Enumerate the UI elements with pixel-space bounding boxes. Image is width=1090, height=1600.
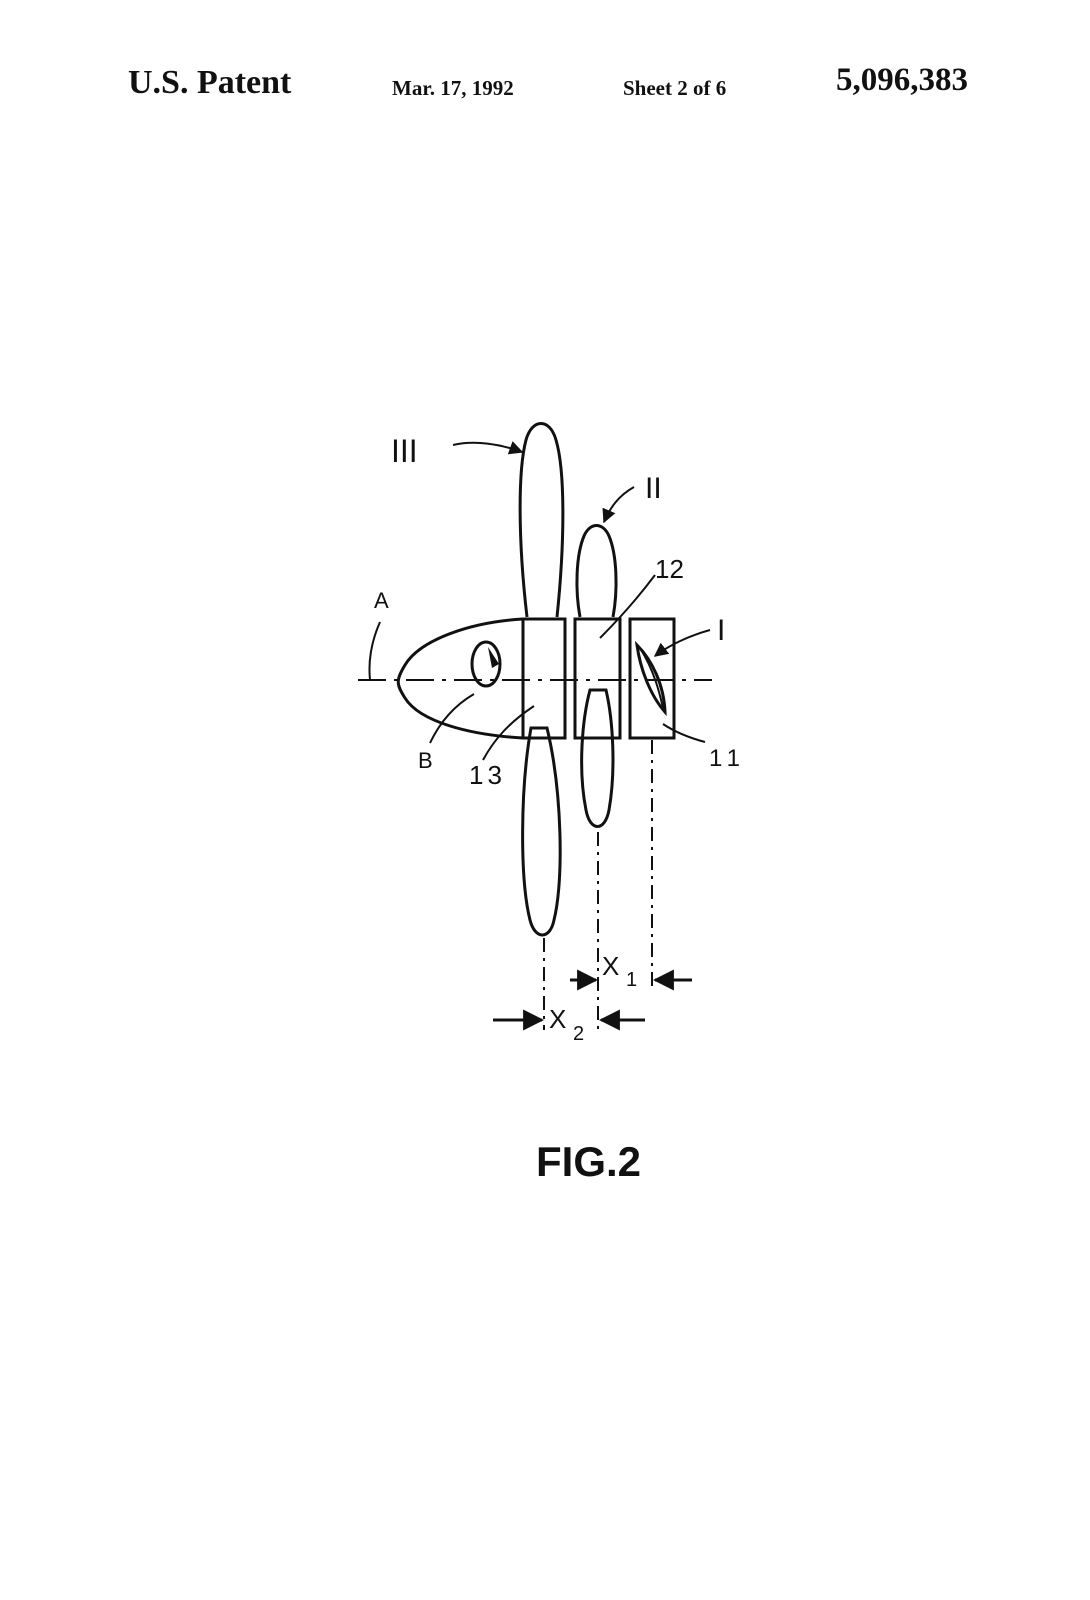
label-dim-x2-subscript: 2	[573, 1023, 584, 1045]
leader-B	[429, 693, 475, 744]
element-11-box	[628, 617, 676, 740]
label-ref-11: 11	[709, 745, 746, 772]
label-dim-x1-subscript: 1	[626, 969, 637, 991]
element-12-box	[573, 617, 622, 740]
patent-header-title: U.S. Patent	[128, 64, 292, 101]
label-lobe-I: I	[717, 614, 725, 647]
leader-A	[368, 621, 381, 681]
label-rotation-B: B	[418, 748, 433, 773]
leader-II	[602, 486, 635, 524]
lobe-III-lower	[521, 726, 562, 937]
leader-11	[662, 723, 706, 743]
label-ref-12: 12	[655, 554, 684, 584]
lobe-I-inner-line	[639, 647, 664, 709]
figure-caption: FIG.2	[536, 1138, 641, 1185]
label-lobe-III: III	[391, 433, 418, 469]
patent-header-date: Mar. 17, 1992	[392, 76, 514, 100]
label-axis-A: A	[374, 588, 389, 613]
leader-13	[482, 705, 535, 761]
rotation-ellipse-B	[470, 640, 502, 688]
lobe-III-upper	[518, 422, 565, 618]
leader-12	[599, 574, 656, 639]
lobe-I	[634, 640, 667, 717]
label-dim-x1: X	[602, 951, 619, 981]
lobe-II-lower	[580, 688, 615, 828]
label-dim-x2: X	[549, 1004, 566, 1034]
patent-header-sheet: Sheet 2 of 6	[623, 76, 727, 100]
label-lobe-II: II	[645, 472, 662, 505]
leader-III	[452, 441, 524, 455]
rotation-arrow-icon	[488, 647, 499, 668]
housing-nose-outline	[396, 617, 524, 740]
leader-I	[653, 629, 711, 657]
patent-header-number: 5,096,383	[836, 62, 968, 98]
label-ref-13: 13	[469, 760, 506, 790]
lobe-II-upper	[575, 524, 618, 618]
element-13-box	[521, 617, 567, 740]
